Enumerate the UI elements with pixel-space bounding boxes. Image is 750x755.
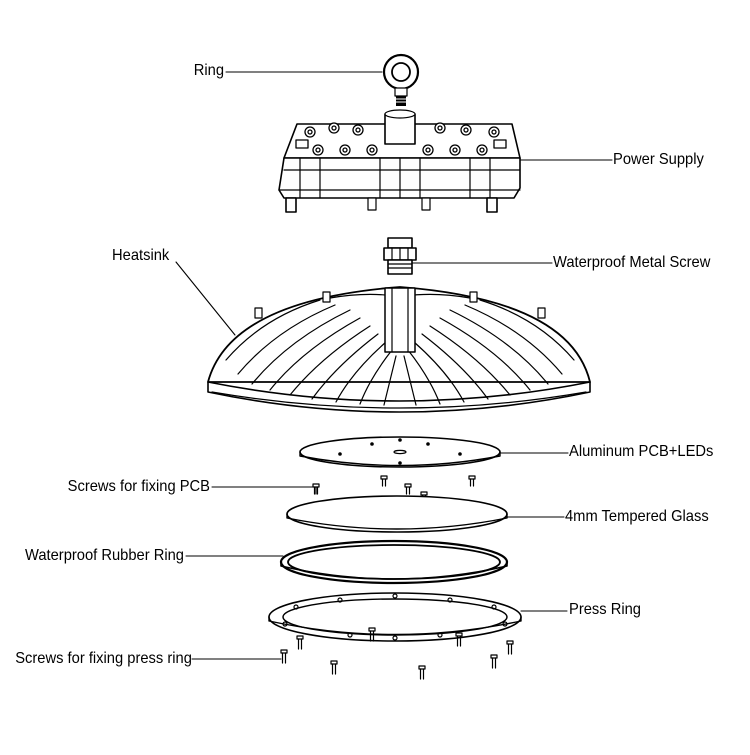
power-supply-part [278,109,521,213]
label-waterproof-rubber-ring: Waterproof Rubber Ring [24,547,184,564]
label-heatsink: Heatsink [112,247,170,264]
label-waterproof-metal-screw: Waterproof Metal Screw [553,254,711,271]
eye-ring-part [382,53,420,106]
heatsink-part [207,286,591,413]
label-tempered-glass: 4mm Tempered Glass [565,508,709,525]
tempered-glass-part [286,495,508,533]
leader-lines [175,71,613,660]
press-ring-part [268,592,522,642]
label-power-supply: Power Supply [613,151,704,168]
cable-gland-part [383,237,417,275]
label-press-ring: Press Ring [569,601,641,618]
label-screws-fixing-pcb: Screws for fixing PCB [67,478,210,495]
label-screws-fixing-press-ring: Screws for fixing press ring [15,650,192,667]
label-ring: Ring [193,62,224,79]
pcb-plate-part [299,436,501,468]
press-ring-screws [280,627,514,680]
rubber-ring-part [279,539,509,585]
label-aluminum-pcb-leds: Aluminum PCB+LEDs [569,443,714,460]
